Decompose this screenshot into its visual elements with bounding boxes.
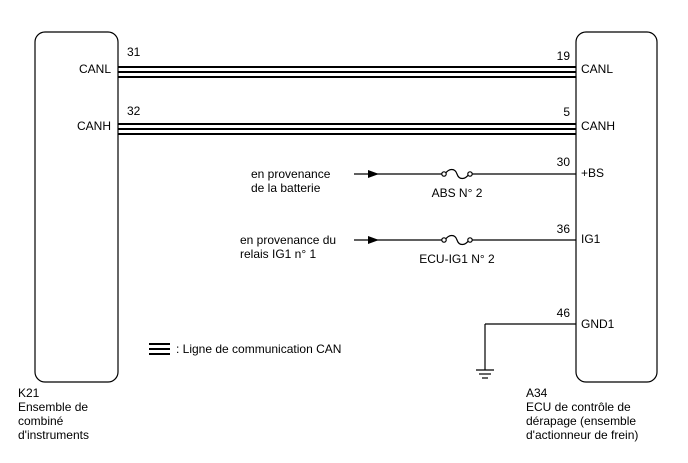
left-component-name-line1: Ensemble de — [18, 400, 88, 414]
legend-text: : Ligne de communication CAN — [176, 342, 341, 356]
arrow-battery-icon — [368, 170, 379, 178]
canh-bus-line — [118, 123, 576, 135]
left-component-code: K21 — [18, 386, 40, 400]
right-pin-bs-number: 30 — [557, 155, 571, 169]
right-component-code: A34 — [526, 386, 548, 400]
right-pin-bs-label: +BS — [581, 166, 604, 180]
right-pin-ig1-number: 36 — [557, 222, 571, 236]
left-pin-canh-number: 32 — [127, 104, 141, 118]
legend-can-line-icon — [149, 343, 170, 355]
arrow-relay-icon — [368, 236, 379, 244]
fuse-ecu-ig1-label: ECU-IG1 N° 2 — [419, 252, 495, 266]
right-pin-gnd1-number: 46 — [557, 306, 571, 320]
fuse-ecu-ig1-icon — [441, 234, 473, 246]
left-component-name-line2: combiné — [18, 414, 64, 428]
source-battery-line1: en provenance — [251, 167, 331, 181]
right-pin-canh-label: CANH — [581, 119, 615, 133]
fuse-abs-label: ABS N° 2 — [432, 186, 483, 200]
left-component-box — [34, 31, 119, 383]
canl-bus-line — [118, 66, 576, 78]
right-component-name-line2: dérapage (ensemble — [526, 414, 636, 428]
right-pin-canl-label: CANL — [581, 62, 613, 76]
source-battery-line2: de la batterie — [251, 181, 321, 195]
right-component-box — [575, 31, 658, 383]
left-pin-canl-label: CANL — [79, 62, 111, 76]
fuse-abs-icon — [441, 168, 473, 180]
right-pin-ig1-label: IG1 — [581, 232, 601, 246]
right-component-name-line1: ECU de contrôle de — [526, 400, 631, 414]
left-pin-canh-label: CANH — [77, 119, 111, 133]
ground-icon — [476, 369, 494, 379]
left-pin-canl-number: 31 — [127, 45, 141, 59]
source-relay-line1: en provenance du — [240, 233, 336, 247]
right-pin-canh-number: 5 — [563, 105, 570, 119]
gnd1-wire — [484, 323, 576, 370]
left-component-name-line3: d'instruments — [18, 428, 89, 442]
right-pin-gnd1-label: GND1 — [581, 317, 615, 331]
source-relay-line2: relais IG1 n° 1 — [240, 247, 316, 261]
right-component-name-line3: d'actionneur de frein) — [526, 428, 638, 442]
right-pin-canl-number: 19 — [557, 49, 571, 63]
